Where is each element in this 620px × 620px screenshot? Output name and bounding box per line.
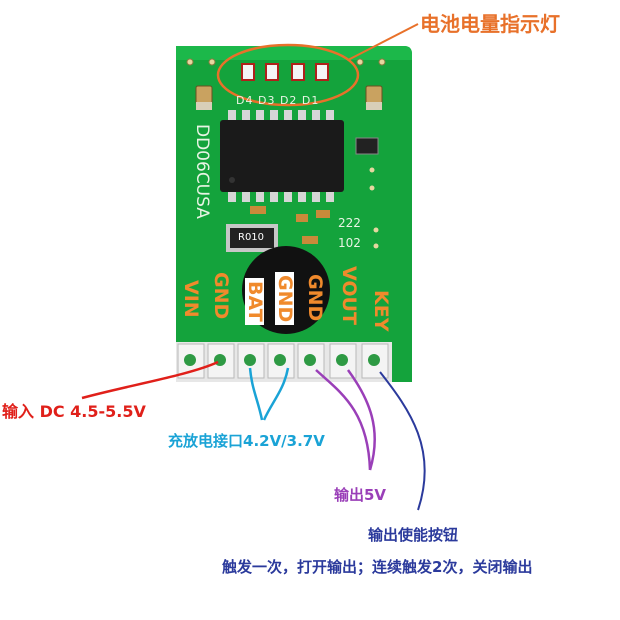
cap-mark-222: 222 bbox=[338, 216, 361, 230]
led-label-d2: D2 bbox=[279, 94, 298, 107]
input-voltage-label: 输入 DC 4.5-5.5V bbox=[2, 402, 146, 421]
output-5v-label: 输出5V bbox=[334, 486, 387, 504]
pin-header bbox=[176, 342, 392, 382]
cap-mark-102: 102 bbox=[338, 236, 361, 250]
ic-chip bbox=[220, 110, 344, 202]
output-lines bbox=[315, 369, 376, 471]
led-highlight-ellipse bbox=[216, 43, 360, 107]
led-labels: D4 D3 D2 D1 bbox=[236, 94, 319, 107]
resistor-mark: R010 bbox=[238, 232, 265, 243]
input-arrow bbox=[81, 360, 219, 400]
pin-label-gnd-3: GND bbox=[304, 274, 326, 322]
pin-label-vin: VIN bbox=[180, 280, 202, 318]
pin-label-bat: BAT bbox=[244, 278, 266, 325]
battery-leds bbox=[241, 63, 329, 81]
pin-label-vout: VOUT bbox=[338, 266, 360, 325]
charge-lines bbox=[248, 367, 290, 421]
pin-label-gnd-2: GND bbox=[274, 272, 296, 326]
led-label-d3: D3 bbox=[257, 94, 276, 107]
trigger-note-label: 触发一次，打开输出；连续触发2次，关闭输出 bbox=[222, 558, 533, 576]
output-enable-label: 输出使能按钮 bbox=[368, 526, 459, 544]
resistor-r010 bbox=[226, 224, 278, 252]
pin-label-gnd-1: GND bbox=[210, 272, 232, 320]
led-label-d1: D1 bbox=[301, 94, 320, 107]
led-label-d4: D4 bbox=[236, 94, 254, 107]
battery-led-title: 电池电量指示灯 bbox=[420, 12, 560, 36]
charge-interface-label: 充放电接口4.2V/3.7V bbox=[168, 432, 325, 450]
pin-label-key: KEY bbox=[370, 290, 392, 332]
enable-line bbox=[379, 371, 426, 511]
board-model: DD06CUSA bbox=[192, 124, 212, 219]
